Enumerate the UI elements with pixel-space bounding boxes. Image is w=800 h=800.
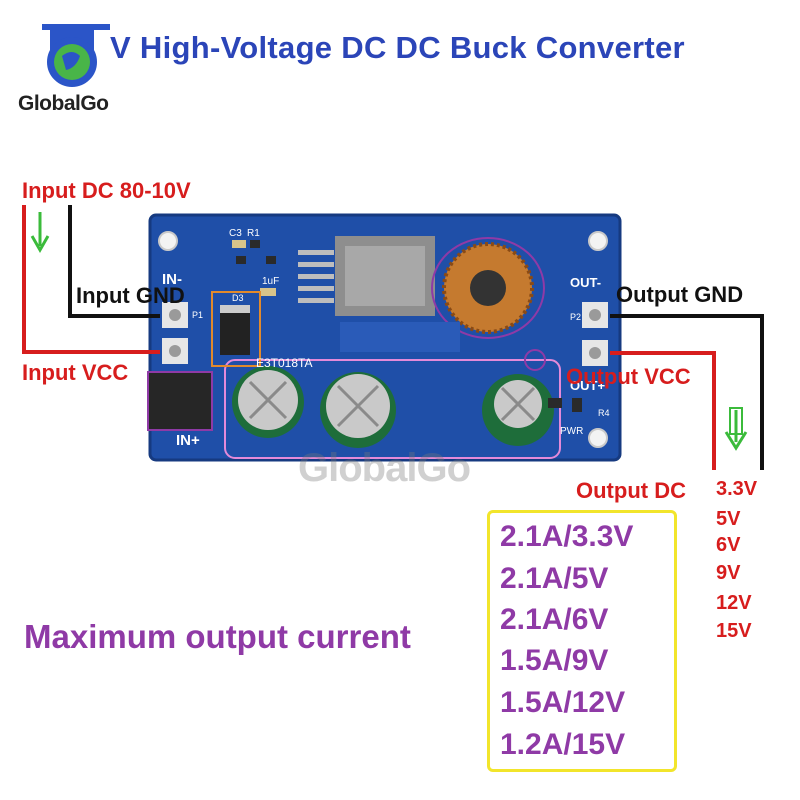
label-output-gnd: Output GND bbox=[616, 282, 744, 307]
silk-in-minus: IN- bbox=[162, 271, 182, 288]
voltage-item: 15V bbox=[716, 620, 752, 642]
input-diode bbox=[148, 372, 212, 430]
silk-out-minus: OUT- bbox=[570, 275, 602, 290]
voltage-item: 3.3V bbox=[716, 478, 758, 500]
diode-outline bbox=[211, 291, 261, 367]
label-input-gnd: Input GND bbox=[76, 283, 185, 308]
brand-logo bbox=[36, 20, 116, 98]
mount-hole bbox=[588, 428, 608, 448]
mount-hole bbox=[158, 231, 178, 251]
silk-d3: D3 bbox=[232, 293, 244, 303]
silk-chip: E3T018TA bbox=[256, 356, 313, 370]
voltage-item: 12V bbox=[716, 592, 752, 614]
mount-hole bbox=[588, 231, 608, 251]
silk-c3: C3 bbox=[229, 228, 242, 239]
silk-p2: P2 bbox=[570, 312, 582, 322]
current-item: 2.1A/6V bbox=[500, 603, 609, 636]
current-item: 2.1A/5V bbox=[500, 562, 609, 595]
current-item: 1.5A/9V bbox=[500, 644, 609, 677]
label-output-vcc: Output VCC bbox=[566, 364, 691, 389]
current-item: 1.2A/15V bbox=[500, 728, 626, 761]
capacitor-group-outline bbox=[224, 359, 561, 459]
brand-name: GlobalGo bbox=[18, 92, 109, 115]
arrow-down-icon bbox=[30, 212, 50, 254]
globe-logo-icon bbox=[42, 24, 110, 87]
output-vcc-wire bbox=[610, 351, 716, 470]
silk-p1: P1 bbox=[192, 310, 204, 320]
input-vcc-wire bbox=[22, 205, 160, 354]
silk-1uf: 1uF bbox=[262, 276, 280, 287]
current-list-box bbox=[487, 510, 677, 772]
output-gnd-wire bbox=[610, 314, 764, 470]
watermark: GlobalGo bbox=[298, 446, 471, 490]
voltage-item: 5V bbox=[716, 508, 741, 530]
max-current-label: Maximum output current bbox=[24, 618, 411, 655]
page-title: V High-Voltage DC DC Buck Converter bbox=[110, 30, 685, 65]
silk-pwr: PWR bbox=[560, 426, 584, 437]
silk-out-plus: OUT+ bbox=[570, 378, 606, 393]
label-input-dc: Input DC 80-10V bbox=[22, 178, 191, 203]
silk-r4: R4 bbox=[598, 408, 610, 418]
arrow-down-icon bbox=[724, 407, 748, 451]
label-output-dc: Output DC bbox=[576, 478, 686, 503]
voltage-item: 9V bbox=[716, 562, 741, 584]
diode-d3 bbox=[220, 305, 250, 355]
current-item: 1.5A/12V bbox=[500, 686, 626, 719]
label-input-vcc: Input VCC bbox=[22, 360, 129, 385]
voltage-item: 6V bbox=[716, 534, 741, 556]
silk-in-plus: IN+ bbox=[176, 432, 200, 449]
input-gnd-wire bbox=[68, 205, 160, 318]
silk-r1: R1 bbox=[247, 228, 260, 239]
current-item: 2.1A/3.3V bbox=[500, 520, 634, 553]
